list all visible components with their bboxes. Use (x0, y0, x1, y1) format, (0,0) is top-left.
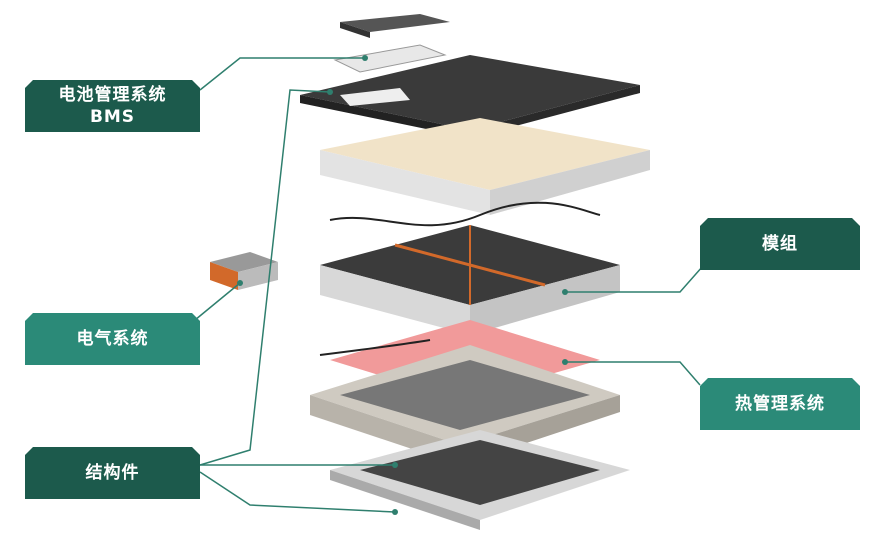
label-bms-subtext: BMS (89, 107, 136, 127)
bms-bracket (333, 44, 447, 73)
label-electrical: 电气系统 (25, 313, 200, 365)
label-electrical-text: 电气系统 (76, 329, 149, 349)
label-thermal-text: 热管理系统 (735, 394, 825, 414)
label-structure: 结构件 (25, 447, 200, 499)
label-module: 模组 (700, 218, 860, 270)
label-structure-text: 结构件 (85, 463, 140, 483)
electrical-box (210, 252, 278, 272)
label-thermal: 热管理系统 (700, 378, 860, 430)
label-module-text: 模组 (762, 234, 798, 254)
bms-board (340, 14, 450, 32)
top-cover (300, 55, 640, 130)
insulation-layer (320, 118, 650, 190)
label-bms-text: 电池管理系统 (58, 85, 167, 105)
label-bms: 电池管理系统 BMS (25, 80, 200, 132)
